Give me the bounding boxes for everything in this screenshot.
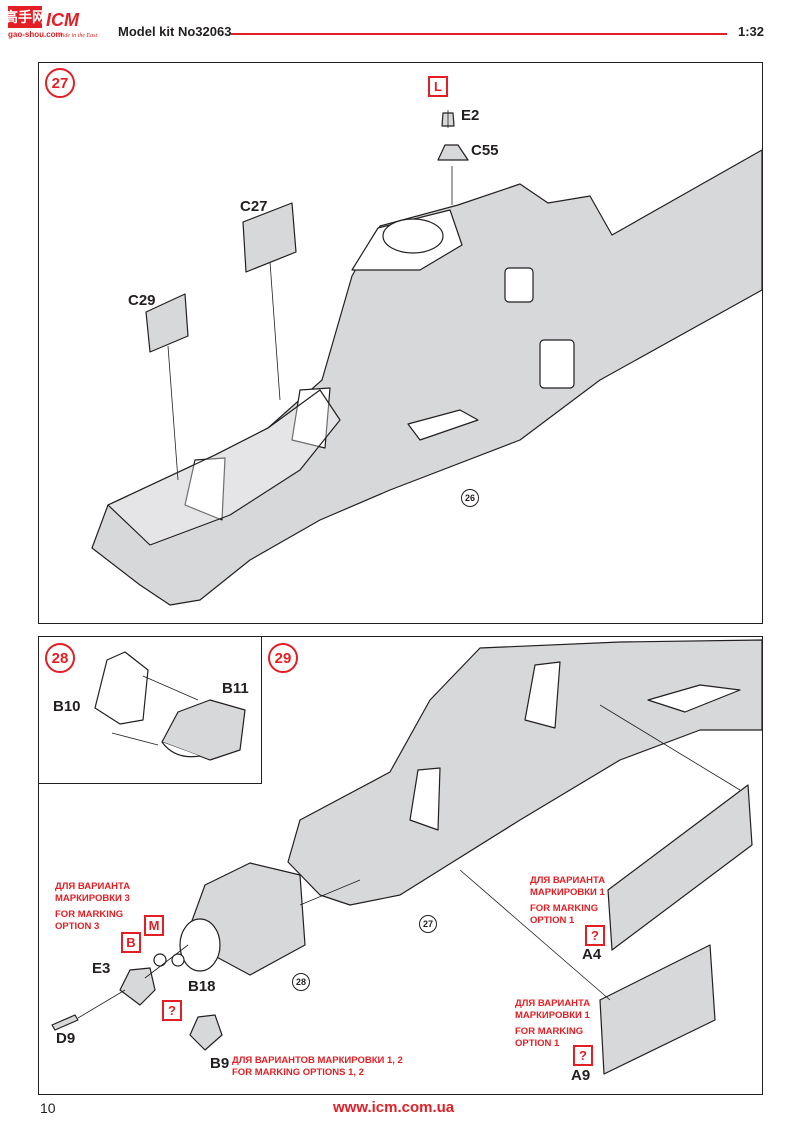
page-number: 10 [40,1100,56,1116]
part-label-c55: C55 [471,142,499,159]
step-27-panel [38,62,763,624]
leader-line-a9 [459,869,611,1001]
part-label-b11: B11 [222,680,249,697]
step-29-number: 29 [268,643,298,673]
leader-line-e3 [144,944,189,979]
leader-line-b11 [142,675,199,701]
fuselage-drawing-29 [287,639,763,906]
header-rule [231,33,727,35]
note-a9-marking-option-1: ДЛЯ ВАРИАНТА МАРКИРОВКИ 1 FOR MARKING OP… [515,998,591,1049]
part-label-b9: B9 [210,1055,230,1072]
part-e3-drawing [119,967,156,1006]
part-label-b18: B18 [188,978,216,995]
side-window-drawing [539,339,575,389]
part-c55-drawing [437,144,469,161]
part-label-a9: A9 [571,1067,591,1084]
front-seat-drawing [184,457,226,521]
stub-wing-fairing-drawing [407,409,479,441]
note-marking-option-3: ДЛЯ ВАРИАНТА МАРКИРОВКИ 3 FOR MARKING OP… [55,881,131,932]
ref-step-27: 27 [419,915,437,933]
ref-step-26: 26 [461,489,479,507]
part-label-e2: E2 [461,107,480,124]
step-29-panel [38,636,763,1095]
step-28-panel [38,636,262,784]
brand-site-text: gao-shou.com [8,30,63,39]
part-b9-drawing [189,1014,223,1051]
tag-question-a4: ? [585,925,605,946]
part-c27-drawing [242,202,297,273]
leader-line-c29 [167,345,179,481]
note-a4-marking-option-1: ДЛЯ ВАРИАНТА МАРКИРОВКИ 1 FOR MARKING OP… [530,875,606,926]
ref-step-28: 28 [292,973,310,991]
part-b11-drawing [161,699,246,761]
step-27-number: 27 [45,68,75,98]
scale-label: 1:32 [738,24,765,39]
front-seat-drawing-29 [409,767,441,831]
brand-logo-text: ICM [46,10,80,30]
part-label-d9: D9 [56,1030,76,1047]
brand-tagline: Wide in the East [58,33,97,39]
brand-logo: 高手网 ICM gao-shou.com Wide in the East [4,4,108,48]
tag-question-a9: ? [573,1045,593,1066]
part-b10-drawing [94,651,149,725]
leader-line-c27 [269,261,281,401]
tag-m: M [144,915,164,936]
tag-b: B [121,932,141,953]
part-label-b10: B10 [53,698,81,715]
tag-question-b9: ? [162,1000,182,1021]
upper-window-drawing [504,267,534,303]
b18-opening-drawing [179,918,221,972]
part-label-a4: A4 [582,946,602,963]
part-a4-drawing [607,784,753,951]
leader-line-d9 [77,989,126,1019]
rear-seat-drawing-29 [524,661,561,729]
note-marking-options-1-2: ДЛЯ ВАРИАНТОВ МАРКИРОВКИ 1, 2 FOR MARKIN… [232,1055,403,1078]
leader-line-b10 [111,732,159,746]
part-d9-drawing [51,1014,79,1031]
part-c29-drawing [145,293,189,353]
cockpit-opening-drawing [107,389,341,546]
b11-rim-drawing [161,741,201,758]
leader-line-b18 [299,879,361,906]
tag-l: L [428,76,448,97]
stub-wing-fairing-drawing-29 [647,684,741,713]
part-label-c27: C27 [240,198,268,215]
leader-line-a4 [599,704,741,791]
model-kit-title: Model kit No32063 [118,24,232,39]
brand-cn-text: 高手网 [6,9,46,26]
gun-sight-ring-drawing [382,218,444,254]
part-label-c29: C29 [128,292,156,309]
step-28-number: 28 [45,643,75,673]
part-a9-drawing [599,944,716,1075]
part-label-e3: E3 [92,960,111,977]
footer-url[interactable]: www.icm.com.ua [333,1099,455,1116]
